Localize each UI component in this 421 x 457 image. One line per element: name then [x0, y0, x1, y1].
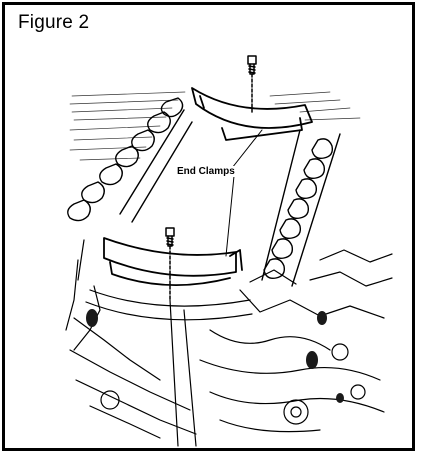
upper-bolt — [247, 55, 257, 113]
left-chain-links — [67, 97, 193, 223]
dark-components — [86, 309, 344, 403]
end-clamps-label: End Clamps — [176, 166, 236, 177]
upper-end-clamp — [191, 87, 313, 141]
figure-frame — [2, 2, 415, 451]
callout-leaders — [225, 129, 263, 257]
lower-bolt — [165, 227, 175, 301]
background-hatching — [69, 91, 361, 161]
lower-engine-detail — [65, 239, 393, 447]
right-chain-links — [261, 129, 341, 287]
lower-end-clamp — [103, 237, 243, 286]
figure-title: Figure 2 — [18, 12, 90, 33]
